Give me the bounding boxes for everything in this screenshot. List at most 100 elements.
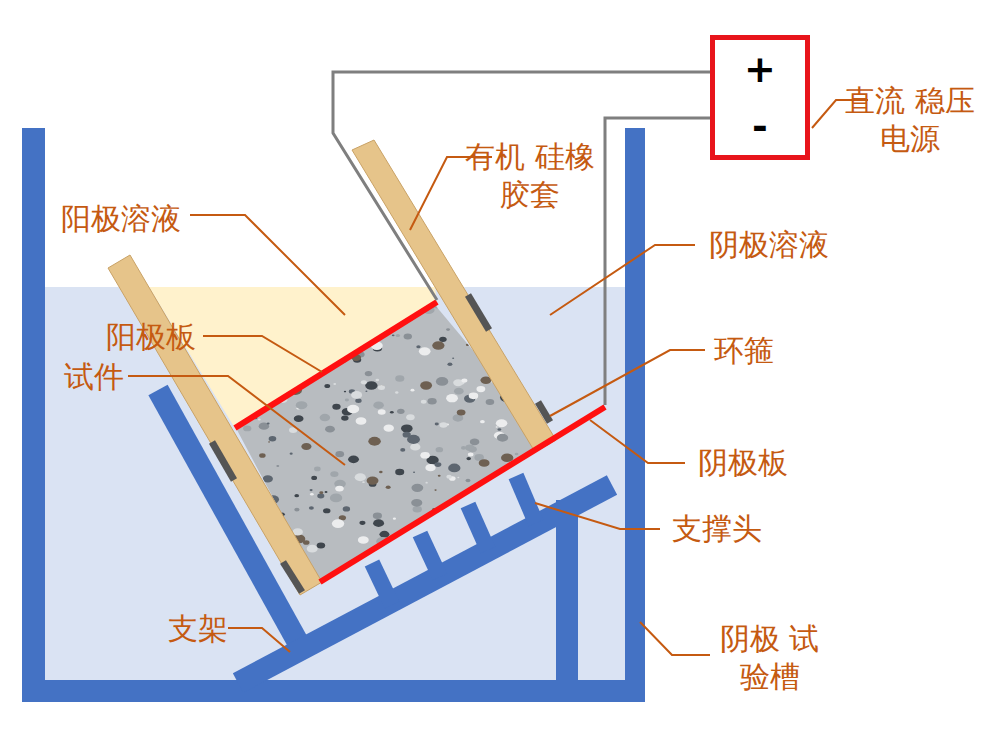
aggregate [516,338,523,343]
aggregate [513,534,517,537]
aggregate [508,485,521,494]
aggregate [325,426,335,433]
aggregate [233,363,240,368]
aggregate [378,409,386,415]
aggregate [454,388,464,395]
aggregate [268,441,270,442]
aggregate [247,312,250,314]
aggregate [227,510,233,514]
part-label: 阴极溶液 [696,226,841,264]
aggregate [310,489,313,491]
aggregate [320,414,330,421]
aggregate [271,332,277,337]
aggregate [445,511,456,519]
aggregate [436,447,444,452]
aggregate [309,506,314,510]
aggregate [476,386,485,392]
aggregate [492,522,494,524]
aggregate [492,584,501,590]
aggregate [413,472,415,473]
aggregate [419,574,424,578]
aggregate [395,375,404,381]
aggregate [466,457,471,460]
aggregate [497,434,508,442]
aggregate [373,402,384,409]
aggregate [267,563,276,570]
aggregate [380,328,382,330]
aggregate [518,366,524,370]
aggregate [500,502,511,509]
aggregate [460,563,467,568]
aggregate [296,345,309,354]
aggregate [420,452,430,459]
aggregate [365,390,367,391]
aggregate [413,506,422,513]
aggregate [294,494,299,497]
aggregate [276,465,279,467]
aggregate [520,335,525,338]
aggregate [259,422,269,429]
aggregate [425,464,435,471]
aggregate [457,477,459,478]
aggregate [269,325,272,327]
aggregate [552,357,557,360]
aggregate [517,332,522,336]
aggregate [466,479,471,482]
aggregate [551,369,562,377]
aggregate [422,298,428,302]
aggregate [528,509,537,515]
aggregate [486,399,495,405]
aggregate [507,478,510,480]
aggregate [347,405,359,414]
aggregate [266,362,272,366]
aggregate [478,537,481,539]
aggregate [411,499,422,507]
aggregate [396,334,400,337]
aggregate [523,496,529,500]
aggregate [543,380,556,389]
aggregate [435,462,442,467]
aggregate [355,398,361,402]
aggregate [242,520,252,527]
aggregate [411,389,415,392]
aggregate [521,556,527,560]
aggregate [273,393,275,395]
aggregate [524,536,530,540]
aggregate [368,437,381,446]
aggregate [403,432,411,438]
aggregate [434,489,436,491]
aggregate [530,467,542,475]
terminal-sign: + [744,50,776,88]
aggregate [401,424,413,432]
aggregate [335,486,344,492]
aggregate [386,486,391,489]
cathode-plate [320,407,605,582]
aggregate [332,404,340,410]
aggregate [553,419,562,426]
aggregate [513,494,520,499]
aggregate [488,526,498,533]
aggregate [503,495,512,502]
aggregate [464,559,475,567]
aggregate [456,560,461,564]
aggregate [284,321,289,324]
aggregate [481,572,488,577]
aggregate [452,358,454,359]
aggregate [548,541,560,549]
aggregate [439,567,441,569]
aggregate [405,535,412,540]
aggregate [410,443,420,450]
aggregate [345,321,351,325]
aggregate [247,413,250,415]
aggregate [370,561,377,566]
aggregate [242,366,246,369]
aggregate [317,493,324,498]
part-label: 阴极 试验槽 [712,620,827,695]
aggregate [335,451,344,457]
aggregate [411,484,423,492]
aggregate [419,347,431,355]
aggregate [405,545,417,553]
aggregate [254,386,263,392]
aggregate [325,491,328,493]
aggregate [391,311,398,316]
